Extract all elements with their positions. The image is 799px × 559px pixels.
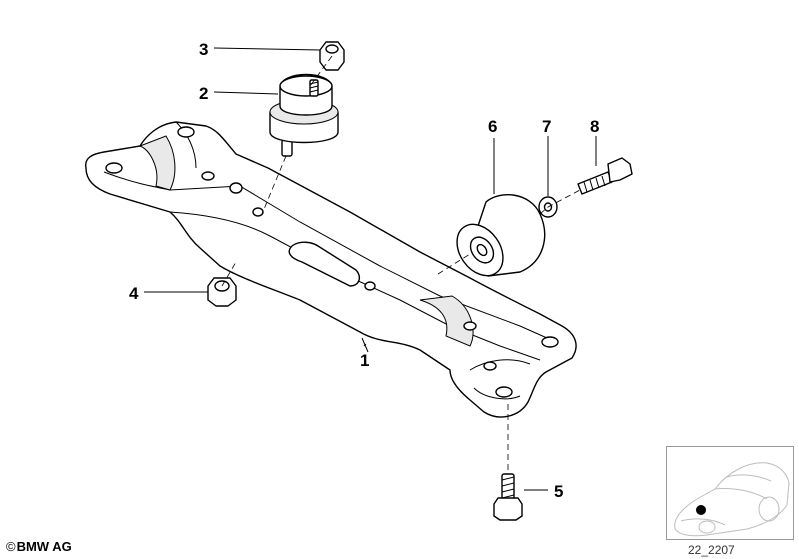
diagram-code: 22_2207 <box>688 543 735 557</box>
location-marker-icon <box>696 505 706 515</box>
copyright-symbol: © <box>6 539 16 554</box>
copyright-notice: ©BMW AG <box>6 539 72 554</box>
transmission-mount-part[interactable] <box>269 73 339 157</box>
callout-8: 8 <box>590 117 599 136</box>
mounting-bolt-part[interactable] <box>577 157 633 195</box>
callout-2: 2 <box>199 84 208 103</box>
flange-nut-part[interactable] <box>207 277 237 307</box>
callout-1: 1 <box>360 351 369 370</box>
car-outline-icon <box>674 462 790 537</box>
callout-3: 3 <box>199 40 208 59</box>
callout-6: 6 <box>488 117 497 136</box>
leader-line-3 <box>213 47 321 51</box>
callout-4: 4 <box>129 284 139 303</box>
hex-bolt-part[interactable] <box>493 473 523 521</box>
callout-5: 5 <box>554 482 563 501</box>
vehicle-locator-thumbnail <box>666 446 794 540</box>
copyright-text: BMW AG <box>16 539 72 554</box>
crossmember-part[interactable] <box>85 121 577 418</box>
callout-7: 7 <box>542 117 551 136</box>
leader-line-1b <box>361 337 369 353</box>
leader-line-2 <box>213 91 279 95</box>
rubber-bushing-part[interactable] <box>448 194 546 285</box>
